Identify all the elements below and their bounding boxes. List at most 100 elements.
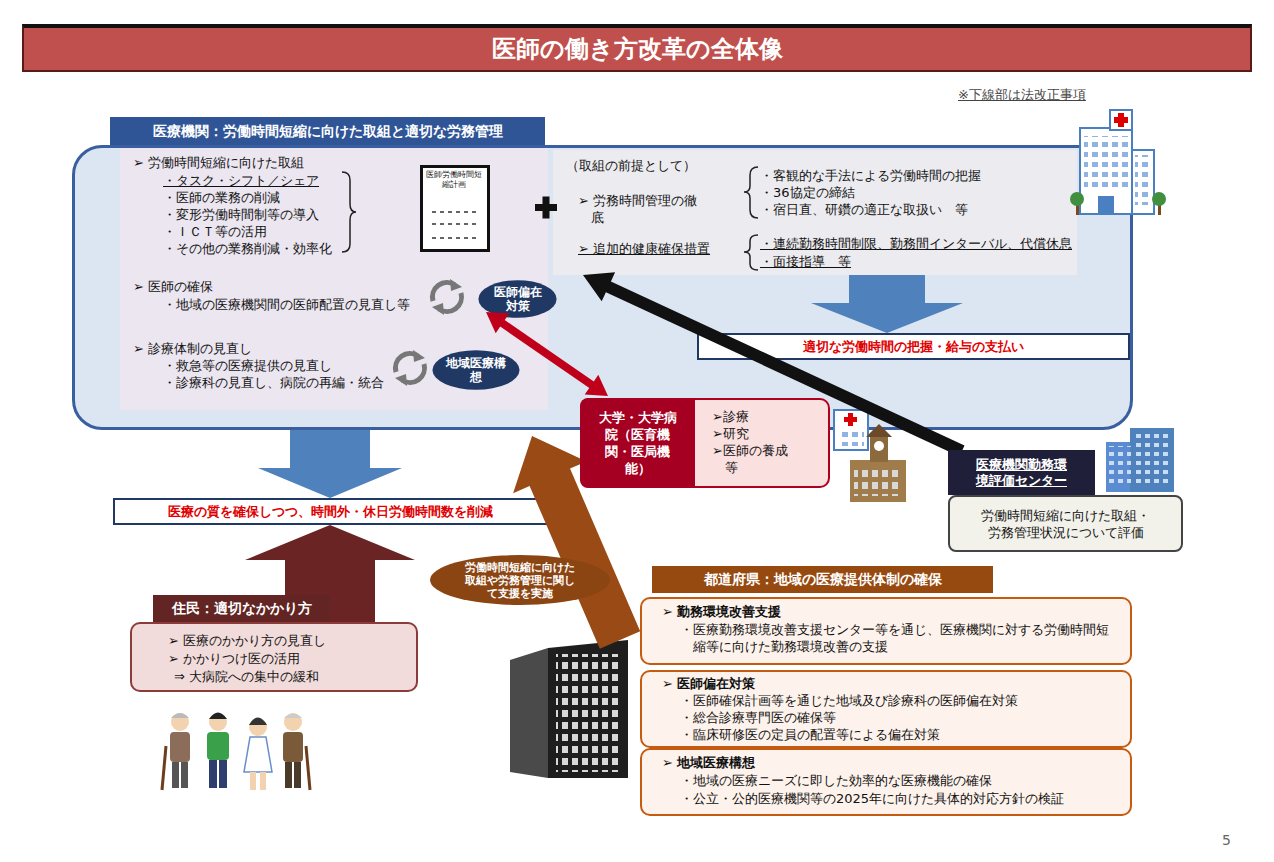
heading-text: 大学・大学病院（医育機関・医局機能） — [580, 398, 695, 488]
prefecture-box: ➢ 地域医療構想・地域の医療ニーズに即した効率的な医療機能の確保・公立・公的医療… — [640, 748, 1132, 816]
shape-path — [402, 364, 425, 382]
shape-polygon — [866, 424, 892, 437]
university-illustration — [834, 410, 906, 502]
shape-rect — [1080, 128, 1132, 214]
shape-rect — [1118, 113, 1124, 127]
item-text: ・その他の業務削減・効率化 — [163, 240, 332, 257]
shape-polygon — [432, 303, 444, 315]
shape-polygon — [548, 640, 628, 778]
item-text: ・総合診療専門医の確保等 — [680, 709, 836, 726]
shape-rect — [543, 197, 550, 219]
item-text: ・ＩＣＴ等の活用 — [163, 223, 267, 240]
item-text: ➢ 医師の確保 — [133, 278, 213, 295]
item-text: ・変形労働時間制等の導入 — [163, 206, 319, 223]
shape-rect — [1132, 150, 1154, 214]
title-bar: 医師の働き方改革の全体像 — [22, 24, 1252, 72]
residents-box: 住民：適切なかかり方➢ 医療のかかり方の見直し➢ かかりつけ医の活用⇒ 大病院へ… — [130, 622, 418, 692]
item-text: ➢ かかりつけ医の活用 — [168, 650, 300, 667]
block-arrow — [258, 430, 402, 498]
shape-rect — [1098, 196, 1114, 214]
center-building-illustration — [1106, 428, 1174, 492]
shape-line — [306, 746, 310, 790]
document-lines — [432, 212, 478, 238]
shape-line — [432, 237, 478, 239]
arrow — [583, 272, 965, 456]
shape-circle — [209, 713, 227, 731]
item-text: ・客観的な手法による労働時間の把握 — [760, 167, 981, 184]
item-text: ・臨床研修医の定員の配置等による偏在対策 — [680, 726, 940, 743]
item-text: ・宿日直、研鑽の適正な取扱い 等 — [760, 201, 968, 218]
residents-illustration — [162, 713, 310, 791]
shape-rect — [870, 436, 888, 462]
heading-text: ➢ 地域医療構想 — [662, 754, 755, 771]
item-text: ➢医師の養成 等 — [712, 442, 804, 476]
item-text: ・36協定の締結 — [760, 184, 855, 201]
shape-rect — [1135, 155, 1151, 205]
heading-text: ➢ 労働時間短縮に向けた取組 — [133, 154, 304, 171]
plan-document: 医師労働時間短縮計画 — [420, 165, 490, 252]
item-text: ・地域の医療ニーズに即した効率的な医療機能の確保 — [680, 772, 992, 789]
heading-text: ➢ 勤務環境改善支援 — [662, 603, 781, 620]
page-number: 5 — [1222, 832, 1231, 848]
shape-rect — [209, 760, 217, 788]
result-band: 適切な労働時間の把握・給与の支払い — [697, 333, 1130, 360]
hospital-illustration — [1070, 110, 1166, 215]
prefecture-group: 都道府県：地域の医療提供体制の確保➢ 勤務環境改善支援・医療勤務環境改善支援セン… — [636, 593, 1136, 820]
shape-path — [171, 713, 189, 718]
shape-circle — [171, 713, 189, 731]
shape-rect — [260, 772, 266, 790]
shape-rect — [172, 762, 179, 788]
shape-rect — [283, 732, 303, 762]
shape-polygon — [510, 648, 548, 778]
item-text: ・医師の業務の削減 — [163, 189, 280, 206]
item-text: ・救急等の医療提供の見直し — [163, 357, 332, 374]
shape-rect — [1076, 203, 1079, 215]
bracket — [744, 167, 758, 218]
policy-oval: 地域医療構想 — [432, 350, 520, 390]
university-box: 大学・大学病院（医育機関・医局機能）➢診療➢研究➢医師の養成 等 — [580, 398, 830, 488]
shape-rect — [1130, 428, 1174, 492]
heading-text: 適切な労働時間の把握・給与の支払い — [699, 335, 1128, 358]
shape-path — [209, 713, 227, 720]
shape-rect — [834, 410, 868, 450]
shape-path — [284, 714, 302, 719]
item-text: ⇒ 大病院への集中の緩和 — [174, 668, 319, 685]
goal-band: 医療の質を確保しつつ、時間外・休日労働時間数を削減 — [113, 498, 548, 525]
shape-rect — [848, 413, 853, 426]
oval-fill — [478, 280, 556, 318]
item-text: ・診療科の見直し、病院の再編・統合 — [163, 374, 384, 391]
shape-rect — [1109, 446, 1131, 488]
note-text: ※下線部は法改正事項 — [958, 86, 1086, 104]
shape-rect — [535, 204, 557, 211]
item-text: ・連続勤務時間制限、勤務間インターバル、代償休息 — [760, 235, 1072, 252]
title-text: 医師の働き方改革の全体像 — [24, 28, 1250, 70]
double-arrow — [486, 312, 608, 396]
item-text: 労働時間短縮に向けた取組・労務管理状況について評価 — [950, 497, 1181, 550]
document-title: 医師労働時間短縮計画 — [423, 170, 485, 190]
item-text: ➢ 医療のかかり方の見直し — [168, 632, 326, 649]
shape-polygon — [450, 279, 462, 291]
cycle-icon — [432, 279, 462, 315]
shape-line — [162, 746, 166, 790]
item-text: ➢診療 — [712, 408, 749, 425]
shape-line — [432, 223, 478, 225]
prefecture-box: ➢ 医師偏在対策・医師確保計画等を通じた地域及び診療科の医師偏在対策・総合診療専… — [640, 670, 1132, 748]
shape-circle — [1070, 192, 1084, 206]
heading-tab: 住民：適切なかかり方 — [153, 595, 330, 622]
shape-path — [432, 283, 455, 301]
prefecture-building-illustration — [510, 640, 628, 778]
oval-fill — [432, 350, 519, 390]
shape-rect — [1133, 432, 1171, 488]
shape-rect — [250, 772, 256, 790]
heading-tab: 都道府県：地域の医療提供体制の確保 — [652, 566, 993, 593]
shape-rect — [838, 428, 864, 446]
shape-rect — [1110, 110, 1132, 130]
heading-text: ➢ 医師偏在対策 — [662, 675, 755, 692]
shape-circle — [874, 441, 884, 451]
shape-rect — [219, 760, 227, 788]
shape-rect — [556, 654, 620, 772]
item-text: ➢ 労務時間管理の徹底 — [578, 192, 703, 226]
shape-rect — [1158, 203, 1161, 215]
